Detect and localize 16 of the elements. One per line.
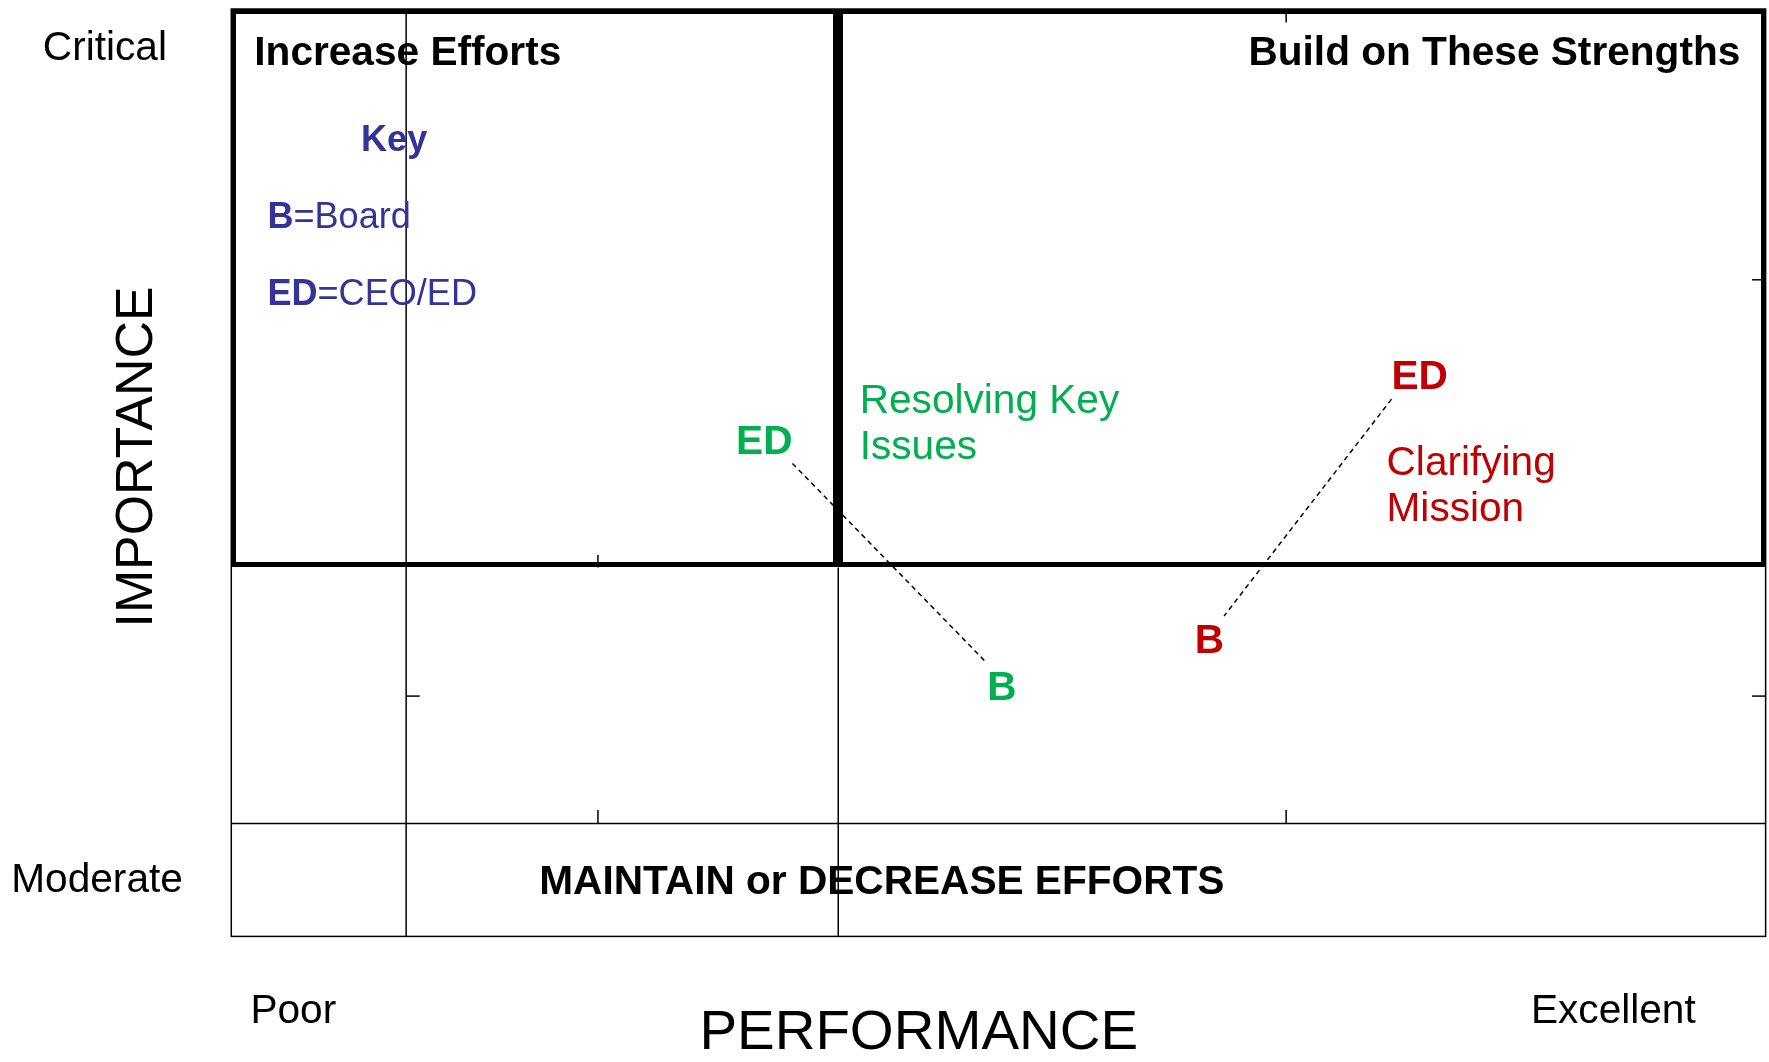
leader-line [1223,398,1393,617]
axis-tick-label: Critical [42,22,167,70]
axis-title: PERFORMANCE [699,998,1139,1062]
point-label: ED [736,416,793,464]
point-label: B [987,663,1017,711]
item-label: Resolving Key Issues [859,375,1121,470]
point-label: B [1194,616,1225,663]
quadrant-title: Build on These Strengths [1248,27,1741,75]
quadrant-box [231,9,839,568]
axis-tick-label: Poor [250,986,337,1033]
item-label: Clarifying Mission [1386,437,1557,532]
axis-title: IMPORTANCE [105,286,165,628]
point-label: ED [1391,352,1448,400]
axis-tick-label: Moderate [11,855,183,902]
quadrant-box [838,9,1766,568]
axis-tick-label: Excellent [1530,986,1696,1033]
